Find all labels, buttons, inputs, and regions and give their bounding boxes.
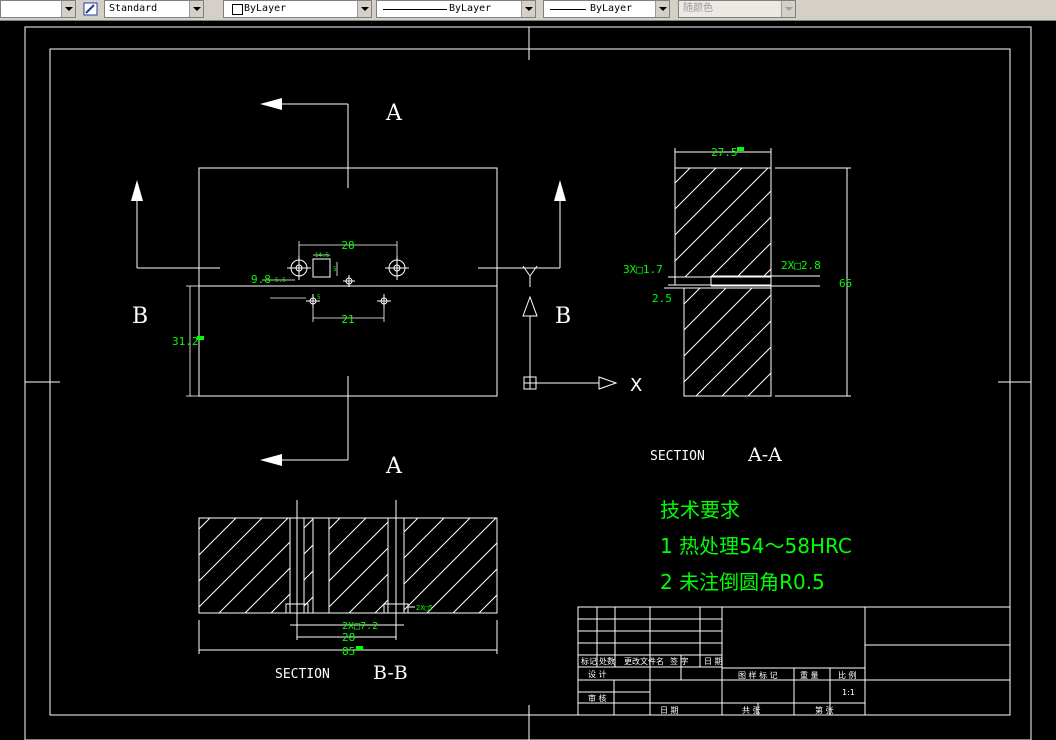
top-view-dims: 28 21 14.5 9.8 5.5 5 5 31.2: [172, 239, 355, 348]
chevron-down-icon[interactable]: [521, 1, 535, 17]
dim-65: 65: [839, 277, 852, 290]
tb-label-sheet: 第 张: [815, 705, 834, 715]
section-arrows: [131, 98, 566, 466]
dim-2-5: 2.5: [652, 292, 672, 305]
ucs-x-label: X: [630, 375, 642, 396]
section-aa-prefix: SECTION: [650, 449, 705, 464]
tb-label-design: 设 计: [588, 669, 607, 679]
section-mark-b-right: B: [555, 304, 571, 329]
ucs-icon: [522, 265, 618, 390]
dim-9-8: 9.8: [251, 273, 271, 286]
lineweight-combo[interactable]: ByLayer: [543, 0, 670, 18]
dim-2x-5: 2X□5: [416, 604, 433, 612]
section-bb-prefix: SECTION: [275, 667, 330, 682]
tb-label-date2: 日 期: [660, 706, 679, 715]
technical-requirements: 技术要求 1 热处理54～58HRC 2 未注倒圆角R0.5: [660, 498, 852, 594]
title-block: [577, 606, 1011, 716]
tb-scale-value: 1:1: [842, 688, 855, 697]
color-swatch-icon: [232, 4, 243, 15]
linetype-combo[interactable]: ByLayer: [376, 0, 536, 18]
text-style-icon[interactable]: [82, 1, 100, 17]
section-aa-title: A-A: [747, 444, 782, 466]
dim-27-5: 27.5: [711, 146, 738, 159]
section-aa-view: [664, 148, 851, 397]
dim-2x-7-2: 2X□7.2: [342, 621, 378, 632]
top-view-dim-lines: [186, 241, 398, 397]
chevron-down-icon[interactable]: [61, 1, 75, 17]
tb-label-drawing-mark: 图 样 标 记: [738, 670, 778, 680]
properties-toolbar: Standard ByLayer ByLayer ByLayer 随颜色: [0, 0, 1056, 21]
dim-5-5: 5.5: [275, 277, 286, 284]
tb-label-sign: 签 字: [670, 656, 689, 666]
requirements-heading: 技术要求: [660, 498, 740, 522]
section-aa-dims: 27.5 65 3X□1.7 2X□2.8 2.5: [623, 146, 852, 305]
dim-28-bb: 28: [342, 631, 355, 644]
tb-label-date: 日 期: [704, 657, 723, 666]
dim-21: 21: [341, 313, 354, 326]
section-mark-a-top: A: [385, 101, 403, 126]
dim-5: 5: [333, 266, 337, 273]
drawing-frame: [24, 26, 1032, 740]
tb-label-count: 处数: [599, 656, 615, 666]
lineweight-value: ByLayer: [590, 3, 633, 14]
layer-combo[interactable]: [0, 0, 76, 18]
color-combo[interactable]: ByLayer: [223, 0, 372, 18]
dim-14-5: 14.5: [315, 252, 330, 259]
linetype-swatch-icon: [383, 9, 447, 10]
plotstyle-value: 随颜色: [683, 3, 713, 14]
section-bb-title: B-B: [373, 662, 408, 684]
drawing-canvas[interactable]: 28 21 14.5 9.8 5.5 5 5 31.2 A A B B X: [0, 20, 1056, 740]
tb-label-scale: 比 例: [838, 670, 857, 680]
dim-31-2: 31.2: [172, 335, 199, 348]
chevron-down-icon: [781, 1, 795, 17]
dim-2x-2-8: 2X□2.8: [781, 259, 821, 272]
lineweight-swatch-icon: [550, 9, 586, 10]
plotstyle-combo: 随颜色: [678, 0, 796, 18]
dim-grip-marker[interactable]: [356, 646, 363, 650]
section-bb-view: [198, 500, 498, 654]
chevron-down-icon[interactable]: [189, 1, 203, 17]
color-value: ByLayer: [244, 3, 287, 14]
linetype-value: ByLayer: [449, 3, 492, 14]
top-view-holes: [287, 256, 409, 308]
title-block-labels: 标记 处数 更改文件名 签 字 日 期 设 计 图 样 标 记 重 量 比 例 …: [581, 656, 857, 715]
requirement-item-1: 1 热处理54～58HRC: [660, 534, 852, 558]
dim-28: 28: [341, 239, 354, 252]
chevron-down-icon[interactable]: [357, 1, 371, 17]
tb-label-total-sheets: 共 张: [742, 706, 761, 715]
tb-label-review: 审 核: [588, 693, 607, 703]
section-letters: A A B B: [132, 101, 571, 479]
dim-85: 85: [342, 645, 355, 658]
dim-5b: 5: [317, 294, 321, 301]
dim-grip-marker[interactable]: [737, 147, 744, 151]
section-bb-dims: 2X□7.2 28 85 2X□5: [342, 604, 433, 658]
requirement-item-2: 2 未注倒圆角R0.5: [660, 570, 825, 594]
text-style-combo[interactable]: Standard: [104, 0, 204, 18]
tb-label-mark: 标记: [581, 656, 597, 666]
text-style-value: Standard: [109, 3, 158, 14]
section-mark-a-bottom: A: [385, 454, 403, 479]
tb-label-weight: 重 量: [800, 670, 819, 680]
dim-grip-marker[interactable]: [197, 336, 204, 340]
chevron-down-icon[interactable]: [655, 1, 669, 17]
tb-label-file: 更改文件名: [624, 656, 664, 666]
dim-3x-1-7: 3X□1.7: [623, 263, 663, 276]
section-mark-b-left: B: [132, 304, 148, 329]
